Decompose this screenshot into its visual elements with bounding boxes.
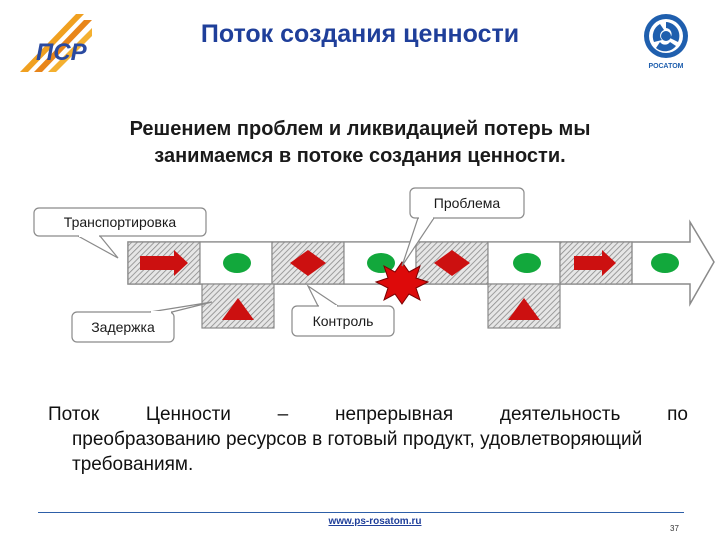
transport-arrow-1: [140, 250, 188, 276]
definition-word: непрерывная: [334, 404, 454, 425]
definition-paragraph: Поток Ценности – непрерывная деятельност…: [48, 402, 688, 477]
definition-word: –: [277, 404, 289, 425]
callout-transport-label: Транспортировка: [64, 214, 177, 230]
definition-word: Поток: [48, 404, 100, 425]
page-title: Поток создания ценности: [200, 20, 520, 48]
definition-rest: преобразованию ресурсов в готовый продук…: [72, 429, 643, 475]
callout-delay-label: Задержка: [91, 319, 155, 335]
problem-star-icon: [374, 261, 430, 305]
svg-text:РОСАТОМ: РОСАТОМ: [649, 63, 684, 70]
delay-triangle-1: [222, 298, 254, 320]
footer-divider: [38, 512, 684, 513]
delay-triangle-2: [508, 298, 540, 320]
callout-control: Контроль: [291, 284, 395, 337]
definition-word: деятельность: [499, 404, 621, 425]
psr-logo: ПСР: [20, 14, 92, 72]
svg-text:ПСР: ПСР: [36, 39, 88, 66]
operation-circle-1: [223, 253, 251, 273]
subtitle-line-2: занимаемся в потоке создания ценности.: [154, 145, 566, 167]
callout-problem-label: Проблема: [434, 195, 501, 211]
callout-control-label: Контроль: [313, 313, 374, 329]
value-stream-diagram: Проблема Транспортировка Задержка Контро…: [33, 187, 715, 343]
subtitle: Решением проблем и ликвидацией потерь мы…: [80, 116, 640, 170]
page-number: 37: [670, 524, 679, 533]
callout-transport: Транспортировка: [33, 207, 207, 259]
rosatom-logo: РОСАТОМ: [644, 14, 688, 70]
definition-word: по: [667, 404, 688, 425]
footer-url-link[interactable]: www.ps-rosatom.ru: [328, 516, 422, 527]
operation-circle-3: [513, 253, 541, 273]
transport-arrow-2: [574, 250, 616, 276]
callout-problem: Проблема: [401, 187, 525, 267]
control-diamond-2: [434, 250, 470, 276]
subtitle-line-1: Решением проблем и ликвидацией потерь мы: [129, 118, 591, 140]
operation-circle-4: [651, 253, 679, 273]
definition-word: Ценности: [145, 404, 231, 425]
definition-line-1: Поток Ценности – непрерывная деятельност…: [48, 402, 688, 427]
control-diamond-1: [290, 250, 326, 276]
callout-delay: Задержка: [71, 301, 213, 343]
